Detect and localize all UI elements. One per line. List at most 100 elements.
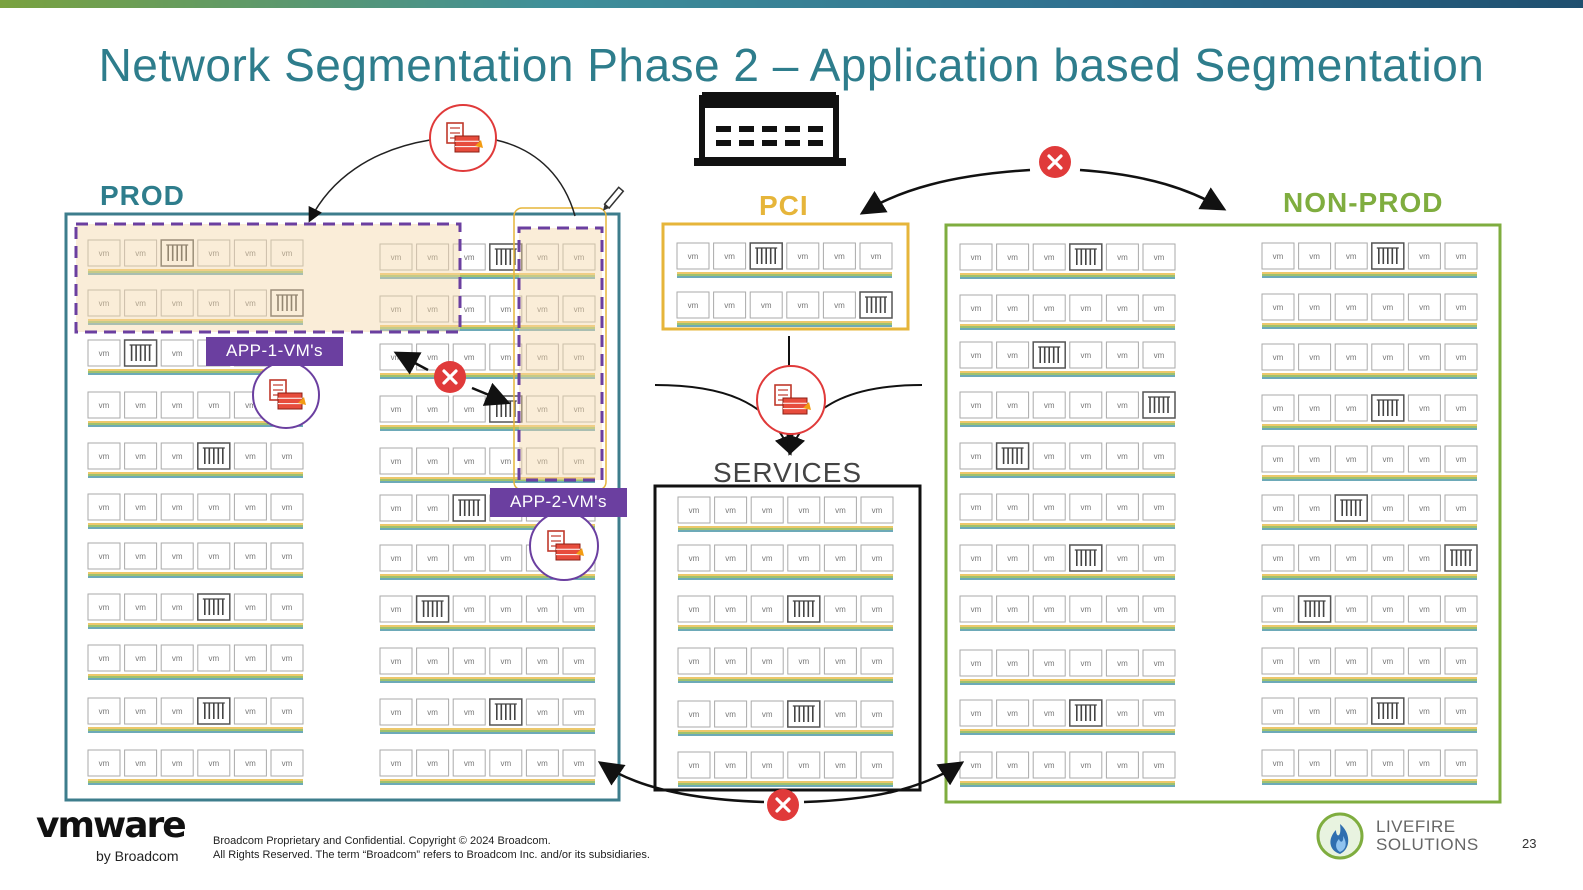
vm-box: vm bbox=[87, 697, 121, 725]
vm-label: vm bbox=[172, 707, 183, 716]
vm-label: vm bbox=[1007, 351, 1018, 360]
app1-tag: APP-1-VM's bbox=[206, 337, 344, 366]
vm-label: vm bbox=[798, 554, 809, 563]
vm-box: vm bbox=[1261, 697, 1295, 725]
vm-label: vm bbox=[1346, 759, 1357, 768]
vm-box: vm bbox=[677, 700, 711, 728]
vm-label: vm bbox=[1456, 605, 1467, 614]
vm-label: vm bbox=[500, 657, 511, 666]
vm-box: vm bbox=[1444, 494, 1478, 522]
vm-label: vm bbox=[427, 759, 438, 768]
vm-label: vm bbox=[1456, 303, 1467, 312]
vm-label: vm bbox=[500, 759, 511, 768]
vm-box: vm bbox=[124, 239, 158, 267]
livefire-line-1: LIVEFIRE bbox=[1376, 817, 1456, 836]
vm-label: vm bbox=[391, 708, 402, 717]
vm-label: vm bbox=[464, 759, 475, 768]
physical-server-icon bbox=[452, 494, 486, 522]
vm-box: vm bbox=[1105, 649, 1139, 677]
vm-box: vm bbox=[270, 697, 304, 725]
vm-box: vm bbox=[416, 544, 450, 572]
vm-label: vm bbox=[1154, 503, 1165, 512]
vm-box: vm bbox=[124, 697, 158, 725]
vm-label: vm bbox=[172, 759, 183, 768]
vm-label: vm bbox=[391, 605, 402, 614]
vm-box: vm bbox=[1261, 445, 1295, 473]
vm-label: vm bbox=[1273, 504, 1284, 513]
vm-label: vm bbox=[689, 605, 700, 614]
physical-server-icon bbox=[1069, 699, 1103, 727]
vm-box: vm bbox=[233, 593, 267, 621]
vm-box: vm bbox=[1298, 445, 1332, 473]
vm-label: vm bbox=[427, 457, 438, 466]
vm-box: vm bbox=[1407, 242, 1441, 270]
vm-box: vm bbox=[714, 496, 748, 524]
vm-label: vm bbox=[1382, 657, 1393, 666]
vm-box: vm bbox=[562, 749, 596, 777]
vm-label: vm bbox=[282, 503, 293, 512]
vm-box: vm bbox=[1069, 595, 1103, 623]
vm-box: vm bbox=[1105, 751, 1139, 779]
vm-label: vm bbox=[282, 759, 293, 768]
vm-label: vm bbox=[1382, 759, 1393, 768]
nonprod-block-arrow bbox=[1079, 168, 1227, 211]
vm-label: vm bbox=[1456, 353, 1467, 362]
vm-label: vm bbox=[1273, 707, 1284, 716]
vm-label: vm bbox=[1346, 303, 1357, 312]
vm-label: vm bbox=[135, 503, 146, 512]
vm-label: vm bbox=[1346, 455, 1357, 464]
vm-box: vm bbox=[676, 242, 710, 270]
vm-label: vm bbox=[1154, 452, 1165, 461]
vm-box: vm bbox=[1407, 394, 1441, 422]
app1-group bbox=[74, 222, 462, 334]
vm-box: vm bbox=[786, 291, 820, 319]
vm-box: vm bbox=[160, 749, 194, 777]
vm-box: vm bbox=[714, 700, 748, 728]
vm-label: vm bbox=[1154, 709, 1165, 718]
vm-label: vm bbox=[1080, 401, 1091, 410]
vm-label: vm bbox=[1117, 351, 1128, 360]
vm-box: vm bbox=[1334, 343, 1368, 371]
vm-label: vm bbox=[1007, 659, 1018, 668]
vm-label: vm bbox=[427, 504, 438, 513]
vm-label: vm bbox=[971, 304, 982, 313]
vm-box: vm bbox=[525, 447, 559, 475]
vm-label: vm bbox=[99, 707, 110, 716]
vm-label: vm bbox=[1080, 351, 1091, 360]
vm-label: vm bbox=[208, 654, 219, 663]
physical-server-icon bbox=[1371, 242, 1405, 270]
vm-box: vm bbox=[1371, 749, 1405, 777]
vm-box: vm bbox=[750, 544, 784, 572]
vm-label: vm bbox=[135, 299, 146, 308]
vm-label: vm bbox=[500, 457, 511, 466]
vm-label: vm bbox=[427, 708, 438, 717]
vm-label: vm bbox=[688, 301, 699, 310]
vm-label: vm bbox=[1117, 761, 1128, 770]
vm-box: vm bbox=[860, 544, 894, 572]
physical-server-icon bbox=[1371, 697, 1405, 725]
vm-box: vm bbox=[996, 391, 1030, 419]
vm-box: vm bbox=[1298, 293, 1332, 321]
vm-box: vm bbox=[786, 242, 820, 270]
vm-box: vm bbox=[562, 647, 596, 675]
physical-server-icon bbox=[415, 595, 450, 623]
physical-server-icon bbox=[787, 595, 821, 623]
vm-label: vm bbox=[208, 401, 219, 410]
vm-label: vm bbox=[872, 710, 883, 719]
vm-label: vm bbox=[761, 301, 772, 310]
vm-label: vm bbox=[1044, 761, 1055, 770]
vm-label: vm bbox=[797, 252, 808, 261]
vm-label: vm bbox=[689, 710, 700, 719]
vm-box: vm bbox=[1334, 697, 1368, 725]
physical-server-icon bbox=[197, 442, 231, 470]
physical-server-icon bbox=[160, 239, 194, 267]
vm-label: vm bbox=[1273, 252, 1284, 261]
physical-server-icon bbox=[197, 593, 231, 621]
vm-box: vm bbox=[452, 395, 486, 423]
